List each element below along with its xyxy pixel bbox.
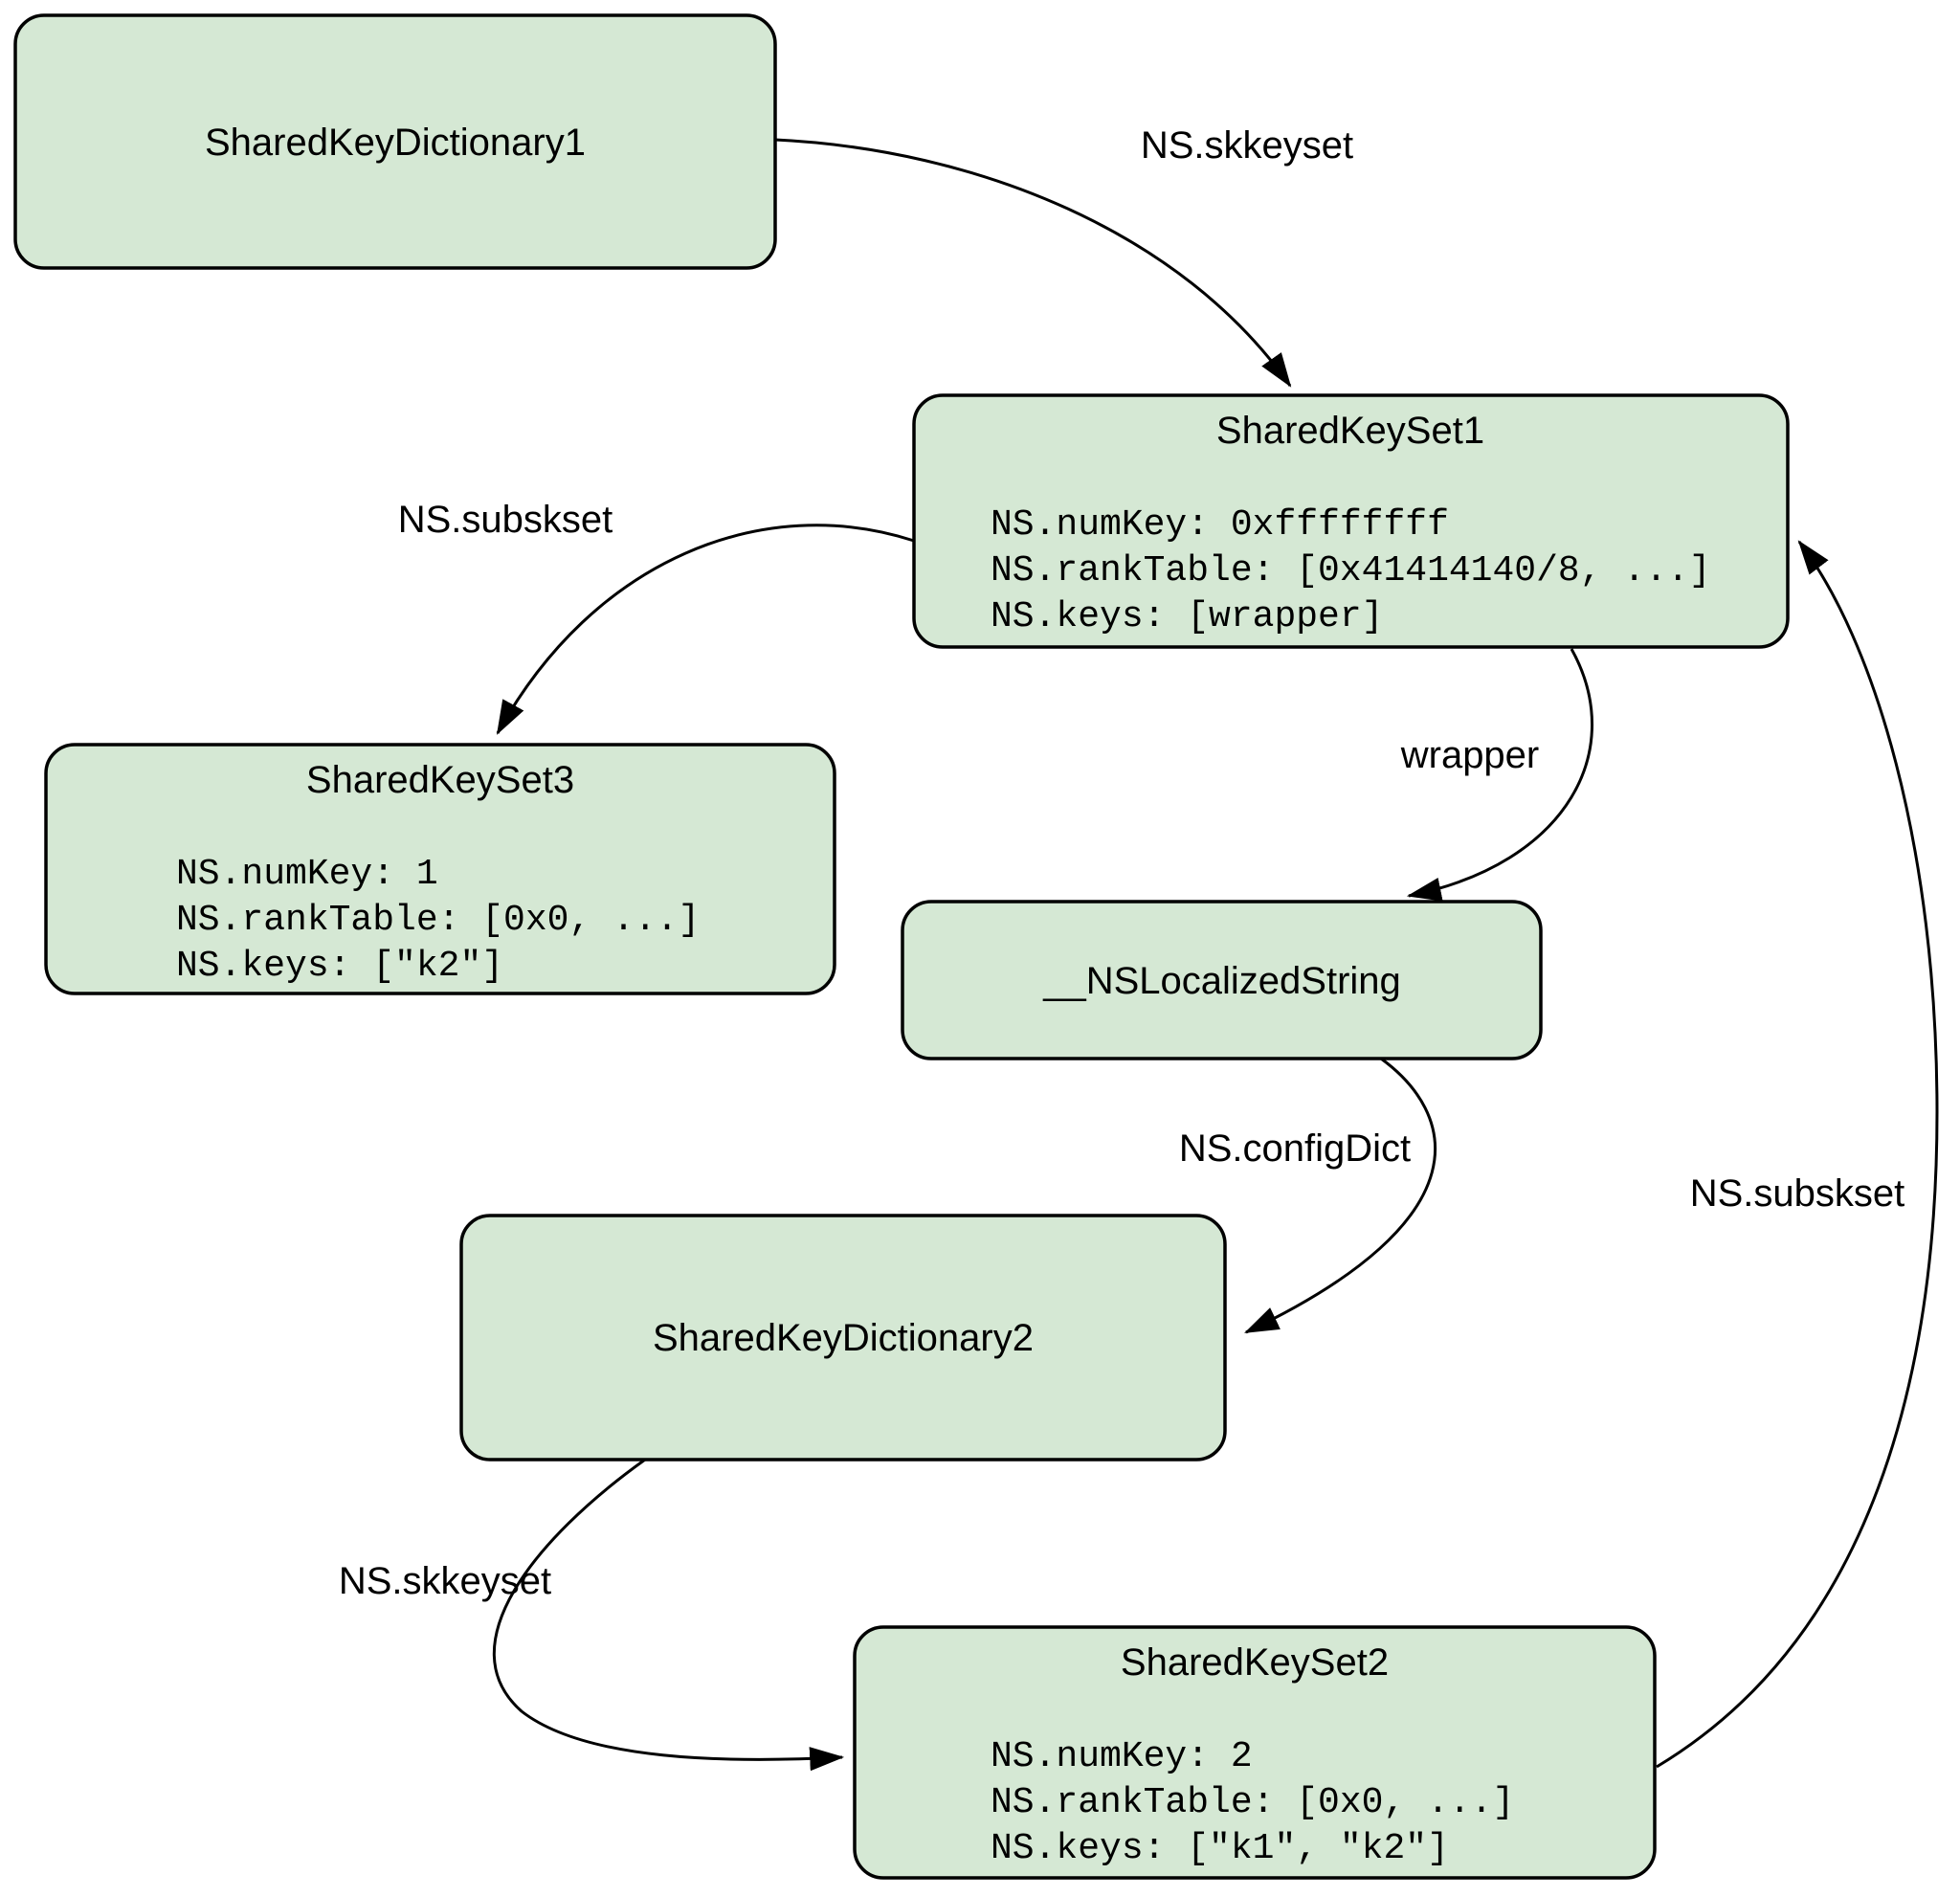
- node-sharedkeydictionary2-title: SharedKeyDictionary2: [653, 1317, 1034, 1359]
- node-sharedkeyset2: SharedKeySet2 NS.numKey: 2 NS.rankTable:…: [853, 1625, 1657, 1880]
- node-sharedkeyset1-field-ranktable: NS.rankTable: [0x41414140/8, ...]: [991, 550, 1711, 591]
- node-sharedkeydictionary1-box: [13, 13, 777, 270]
- node-sharedkeydictionary2: SharedKeyDictionary2: [459, 1214, 1227, 1462]
- edge-label-nssubskset-right: NS.subskset: [1690, 1172, 1905, 1215]
- node-nslocalizedstring: __NSLocalizedString: [901, 900, 1543, 1060]
- node-sharedkeyset1-field-keys: NS.keys: [wrapper]: [991, 596, 1383, 637]
- edge-skd1-to-skset1: [774, 138, 1292, 388]
- edge-skd2-to-skset2: [492, 1458, 845, 1772]
- node-sharedkeydictionary1: SharedKeyDictionary1: [13, 13, 777, 270]
- node-sharedkeyset3-box: [44, 743, 836, 995]
- node-sharedkeyset2-field-ranktable: NS.rankTable: [0x0, ...]: [991, 1782, 1514, 1823]
- edge-group: [492, 138, 1939, 1772]
- node-nslocalizedstring-title: __NSLocalizedString: [1042, 960, 1401, 1002]
- node-nslocalizedstring-box: [901, 900, 1543, 1060]
- node-sharedkeyset1-field-numkey: NS.numKey: 0xffffffff: [991, 504, 1449, 546]
- edge-label-nssubskset-left: NS.subskset: [398, 499, 613, 541]
- edge-label-nskkeyset-top: NS.skkeyset: [1141, 124, 1353, 167]
- node-sharedkeyset2-box: [853, 1625, 1657, 1880]
- node-sharedkeyset1-box: [912, 393, 1790, 649]
- node-sharedkeyset3-field-ranktable: NS.rankTable: [0x0, ...]: [176, 900, 700, 941]
- edge-nslocalizedstring-to-skd2: [1244, 1057, 1437, 1334]
- node-sharedkeyset1-title: SharedKeySet1: [1216, 410, 1484, 452]
- node-sharedkeyset1: SharedKeySet1 NS.numKey: 0xffffffff NS.r…: [912, 393, 1790, 649]
- node-sharedkeyset3-title: SharedKeySet3: [306, 759, 574, 801]
- node-sharedkeyset3-field-numkey: NS.numKey: 1: [176, 854, 438, 895]
- node-sharedkeyset2-title: SharedKeySet2: [1121, 1641, 1389, 1684]
- node-sharedkeyset3: SharedKeySet3 NS.numKey: 1 NS.rankTable:…: [44, 743, 836, 995]
- edge-skset2-to-skset1: [1656, 540, 1939, 1769]
- node-sharedkeyset2-field-numkey: NS.numKey: 2: [991, 1736, 1253, 1777]
- edge-label-nsconfigdict: NS.configDict: [1179, 1127, 1411, 1170]
- node-sharedkeyset2-field-keys: NS.keys: ["k1", "k2"]: [991, 1828, 1449, 1869]
- node-sharedkeydictionary2-box: [459, 1214, 1227, 1462]
- edge-label-nskkeyset-bottom: NS.skkeyset: [339, 1560, 551, 1602]
- edge-label-group: NS.skkeyset NS.subskset wrapper NS.confi…: [339, 124, 1904, 1602]
- edge-skset1-to-nslocalizedstring: [1406, 648, 1593, 902]
- edge-label-wrapper: wrapper: [1400, 734, 1540, 776]
- node-sharedkeyset3-field-keys: NS.keys: ["k2"]: [176, 946, 503, 987]
- node-sharedkeydictionary1-title: SharedKeyDictionary1: [205, 122, 586, 164]
- edge-skset1-to-skset3: [496, 524, 915, 735]
